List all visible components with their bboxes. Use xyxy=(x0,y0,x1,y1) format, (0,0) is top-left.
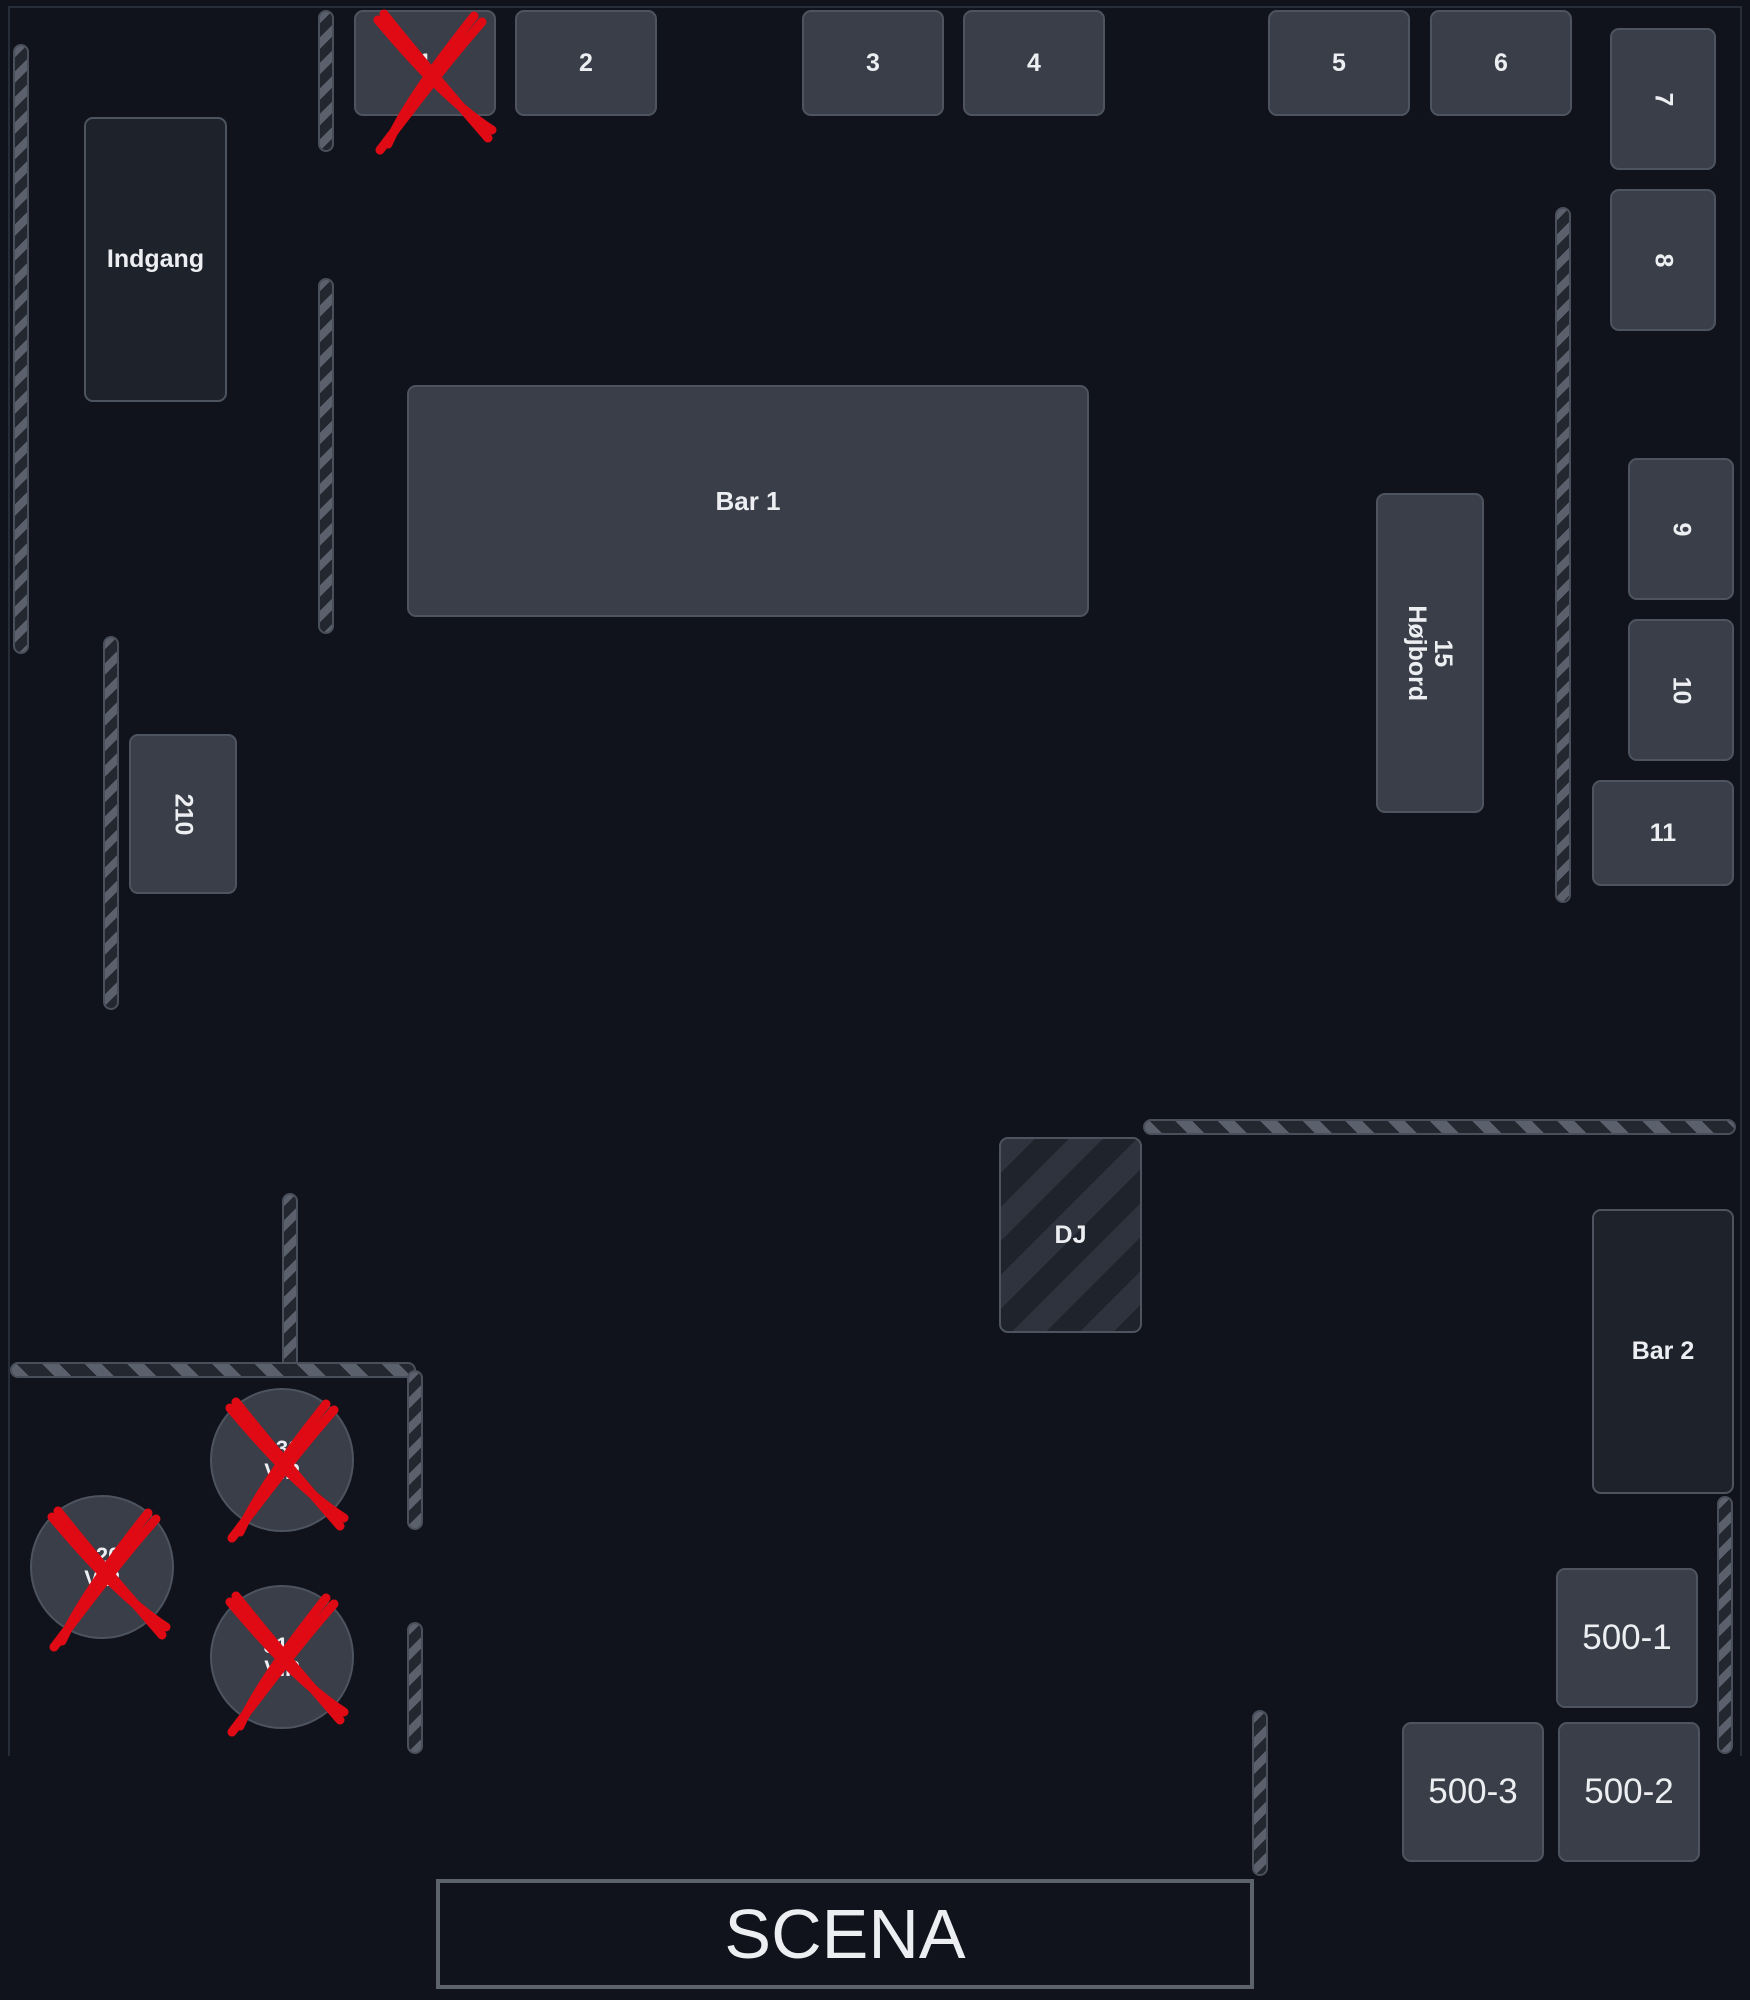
vip-tag: VIP xyxy=(84,1566,120,1591)
table-label: 210 xyxy=(169,793,198,835)
bar-label: Bar 2 xyxy=(1631,1337,1695,1365)
bar-1: Bar 1 xyxy=(407,385,1089,617)
wall xyxy=(1717,1496,1733,1754)
vip-tag: VIP xyxy=(264,1459,300,1484)
table-7[interactable]: 7 xyxy=(1610,28,1716,170)
dj-label: DJ xyxy=(1054,1220,1087,1249)
table-name: Højbord xyxy=(1402,605,1431,701)
wall xyxy=(10,1362,416,1378)
bar-label: Bar 1 xyxy=(715,485,781,516)
wall xyxy=(1555,207,1571,903)
bar-2: Bar 2 xyxy=(1592,1209,1734,1494)
table-label: 8 xyxy=(1649,253,1678,267)
table-label: 500-2 xyxy=(1584,1772,1674,1811)
table-4[interactable]: 4 xyxy=(963,10,1105,116)
table-number: 15 xyxy=(1429,639,1458,667)
table-label: 500-1 xyxy=(1582,1618,1672,1657)
table-9[interactable]: 9 xyxy=(1628,458,1734,600)
table-label: 3 xyxy=(866,48,880,77)
table-label: 7 xyxy=(1649,92,1678,106)
table-label: 5 xyxy=(1332,48,1346,77)
table-label: 2 xyxy=(579,48,593,77)
entrance-label: Indgang xyxy=(106,245,205,273)
table-1[interactable]: 1 xyxy=(354,10,496,116)
room-outline xyxy=(8,6,1742,1756)
table-label: 9 xyxy=(1667,522,1696,536)
stage: SCENA xyxy=(436,1879,1254,1989)
table-11[interactable]: 11 xyxy=(1592,780,1734,886)
table-label: 6 xyxy=(1494,48,1508,77)
table-label: 4 xyxy=(1027,48,1041,77)
wall xyxy=(407,1622,423,1754)
dj-booth: DJ xyxy=(999,1137,1142,1333)
wall xyxy=(1252,1710,1268,1876)
wall xyxy=(407,1370,423,1530)
stage-label: SCENA xyxy=(724,1895,966,1973)
table-number: 310 xyxy=(263,1632,301,1658)
table-6[interactable]: 6 xyxy=(1430,10,1572,116)
table-label: 1 xyxy=(418,48,432,77)
table-8[interactable]: 8 xyxy=(1610,189,1716,331)
wall xyxy=(318,278,334,634)
vip-tag: VIP xyxy=(264,1656,300,1681)
table-label: 11 xyxy=(1649,818,1677,847)
table-label: 500-3 xyxy=(1428,1772,1518,1811)
wall xyxy=(103,636,119,1010)
table-500-1[interactable]: 500-1 xyxy=(1556,1568,1698,1708)
table-210[interactable]: 210 xyxy=(129,734,237,894)
table-500-2[interactable]: 500-2 xyxy=(1558,1722,1700,1862)
wall xyxy=(318,10,334,152)
table-500-3[interactable]: 500-3 xyxy=(1402,1722,1544,1862)
table-number: 320 xyxy=(83,1542,121,1568)
table-3[interactable]: 3 xyxy=(802,10,944,116)
table-2[interactable]: 2 xyxy=(515,10,657,116)
wall xyxy=(1143,1119,1736,1135)
table-label: 10 xyxy=(1667,676,1696,704)
wall xyxy=(13,44,29,654)
table-10[interactable]: 10 xyxy=(1628,619,1734,761)
wall xyxy=(282,1193,298,1369)
table-number: 330 xyxy=(263,1435,301,1461)
table-5[interactable]: 5 xyxy=(1268,10,1410,116)
entrance: Indgang xyxy=(84,117,227,402)
